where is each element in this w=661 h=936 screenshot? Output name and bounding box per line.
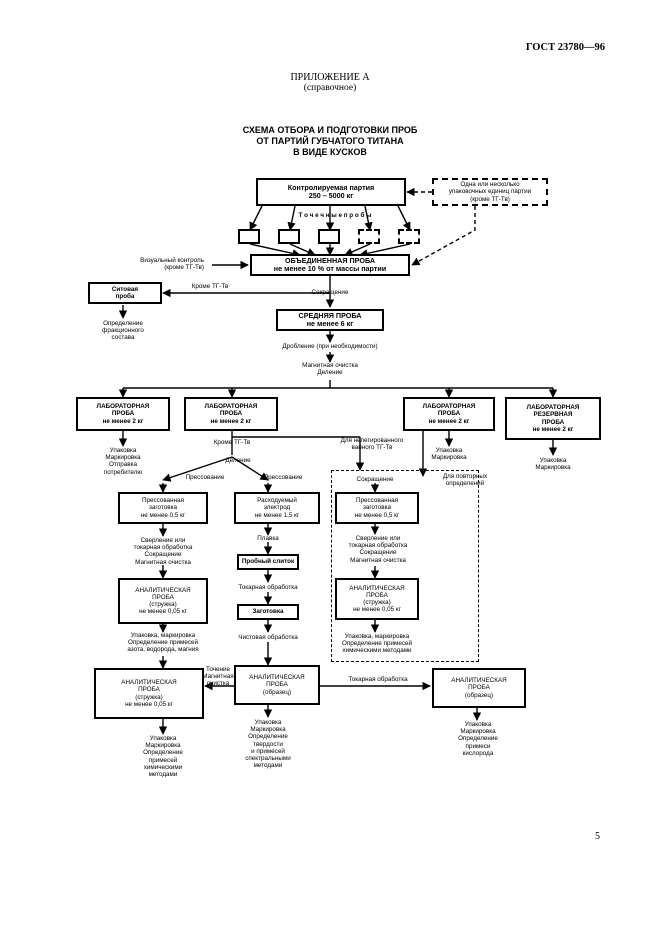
spot-sample-box-4 (358, 229, 380, 244)
turning-label-1: Токарная обработка (238, 584, 298, 591)
pack-mark-chemical-label: Упаковка, маркировка Определение примесе… (342, 633, 412, 655)
spot-samples-label: Т о ч е ч н ы е п р о б ы (298, 212, 372, 219)
for-repeat-label: Для повторных определений (442, 473, 488, 488)
pressing-label-1: Прессование (185, 474, 225, 481)
packages-box: Одна или несколько упаковочных единиц па… (432, 178, 548, 206)
pressed-blank-box-1: Прессованная заготовка не менее 0,5 кг (118, 492, 208, 524)
for-nonstandard-label: Для нелегированного ванного ТГ-Тв (340, 437, 404, 452)
crushing-label: Дробление (при необходимости) (282, 343, 378, 350)
drilling-label-1: Сверление или токарная обработка Сокраще… (133, 537, 193, 566)
turning-magnet-label: Точение Магнитная очистка (202, 666, 234, 688)
spot-sample-box-5 (398, 229, 420, 244)
pack-mark-impurities-label: Упаковка, маркировка Определение примесе… (127, 632, 199, 654)
sieve-sample-box: Ситовая проба (88, 282, 162, 304)
electrode-box: Расходуемый электрод не менее 1,5 кг (234, 492, 320, 524)
final-steps-label-2: Упаковка Маркировка Определение твердост… (245, 719, 291, 770)
pack-mark-repeat-label: Упаковка Маркировка (431, 447, 467, 462)
blank-box: Заготовка (237, 604, 299, 620)
magnetic-division-label: Магнитная очистка Деление (302, 362, 358, 377)
division-label: Деление (225, 457, 251, 464)
controlled-lot-box: Контролируемая партия 250 – 5000 кг (256, 178, 406, 206)
spot-sample-box-1 (238, 229, 260, 244)
except-tgtv-label-2: Кроме ТГ-Тв (213, 439, 251, 446)
appendix-title: ПРИЛОЖЕНИЕ А (290, 72, 370, 83)
lab-sample-box-2: ЛАБОРАТОРНАЯ ПРОБА не менее 2 кг (184, 397, 278, 431)
pressed-blank-box-2: Прессованная заготовка не менее 0,5 кг (335, 492, 419, 524)
pack-mark-reserve-label: Упаковка Маркировка (535, 457, 571, 472)
lab-reserve-sample-box: ЛАБОРАТОРНАЯ РЕЗЕРВНАЯ ПРОБА не менее 2 … (505, 397, 601, 440)
analytic-sample-box-2: АНАЛИТИЧЕСКАЯ ПРОБА (образец) (432, 668, 526, 708)
page-number: 5 (595, 831, 600, 842)
turning-label-2: Токарная обработка (348, 676, 408, 683)
analytic-chips-box-3: АНАЛИТИЧЕСКАЯ ПРОБА (стружка) не менее 0… (94, 668, 204, 719)
finishing-label: Чистовая обработка (238, 634, 298, 641)
spot-sample-box-3 (318, 229, 340, 244)
pressing-label-2: Прессование (263, 474, 303, 481)
nonstandard-group-frame (331, 470, 479, 662)
lab-sample-box-1: ЛАБОРАТОРНАЯ ПРОБА не менее 2 кг (76, 397, 170, 431)
spot-sample-box-2 (278, 229, 300, 244)
test-ingot-box: Пробный слиток (237, 554, 299, 570)
pack-mark-send-label: Упаковка Маркировка Отправка потребителю (103, 447, 143, 476)
melting-label: Плавка (257, 535, 279, 542)
reduction-label-1: Сокращение (311, 289, 349, 296)
analytic-chips-box-2: АНАЛИТИЧЕСКАЯ ПРОБА (стружка) не менее 0… (335, 578, 419, 620)
average-sample-box: СРЕДНЯЯ ПРОБА не менее 6 кг (276, 309, 384, 331)
analytic-chips-box-1: АНАЛИТИЧЕСКАЯ ПРОБА (стружка) не менее 0… (118, 578, 208, 624)
combined-sample-box: ОБЪЕДИНЕННАЯ ПРОБА не менее 10 % от масс… (250, 254, 410, 276)
drilling-label-2: Сверление или токарная обработка Сокраще… (348, 535, 408, 564)
except-tgtv-label: Кроме ТГ-Тв (191, 283, 229, 290)
gost-number: ГОСТ 23780—96 (525, 42, 605, 53)
reduction-label-2: Сокращение (356, 476, 394, 483)
final-steps-label-1: Упаковка Маркировка Определение примесей… (143, 735, 183, 779)
scheme-title: СХЕМА ОТБОРА И ПОДГОТОВКИ ПРОБ ОТ ПАРТИЙ… (242, 125, 418, 157)
visual-control-label: Визуальный контроль (кроме ТГ-Тв) (140, 257, 204, 272)
final-steps-label-3: Упаковка Маркировка Определение примеси … (458, 721, 498, 757)
analytic-sample-box-1: АНАЛИТИЧЕСКАЯ ПРОБА (образец) (234, 665, 320, 705)
lab-sample-box-3: ЛАБОРАТОРНАЯ ПРОБА не менее 2 кг (403, 397, 495, 431)
fraction-determination-label: Определение фракционного состава (102, 320, 144, 342)
appendix-note: (справочное) (303, 83, 357, 93)
